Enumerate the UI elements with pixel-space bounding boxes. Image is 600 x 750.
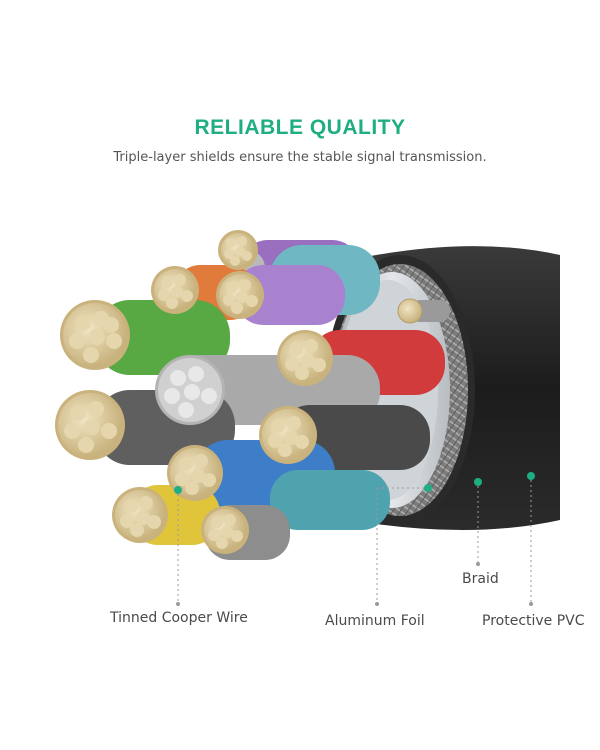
wire-teal-front	[270, 470, 390, 530]
marker-protective-pvc	[527, 472, 535, 480]
page-title: RELIABLE QUALITY	[194, 116, 406, 139]
cable-cross-section-illustration	[55, 230, 560, 606]
callouts	[174, 472, 535, 606]
copper-strands	[55, 230, 333, 554]
wire-purple-front	[235, 265, 345, 325]
marker-braid	[474, 478, 482, 486]
label-protective-pvc: Protective PVC	[482, 613, 585, 629]
drain-wire	[397, 298, 450, 324]
label-tinned-copper-wire: Tinned Cooper Wire	[110, 610, 248, 626]
label-braid: Braid	[462, 571, 499, 587]
marker-tinned-copper	[174, 486, 182, 494]
label-aluminum-foil: Aluminum Foil	[325, 613, 425, 629]
marker-aluminum-foil	[424, 484, 432, 492]
page-subtitle: Triple-layer shields ensure the stable s…	[113, 150, 487, 165]
